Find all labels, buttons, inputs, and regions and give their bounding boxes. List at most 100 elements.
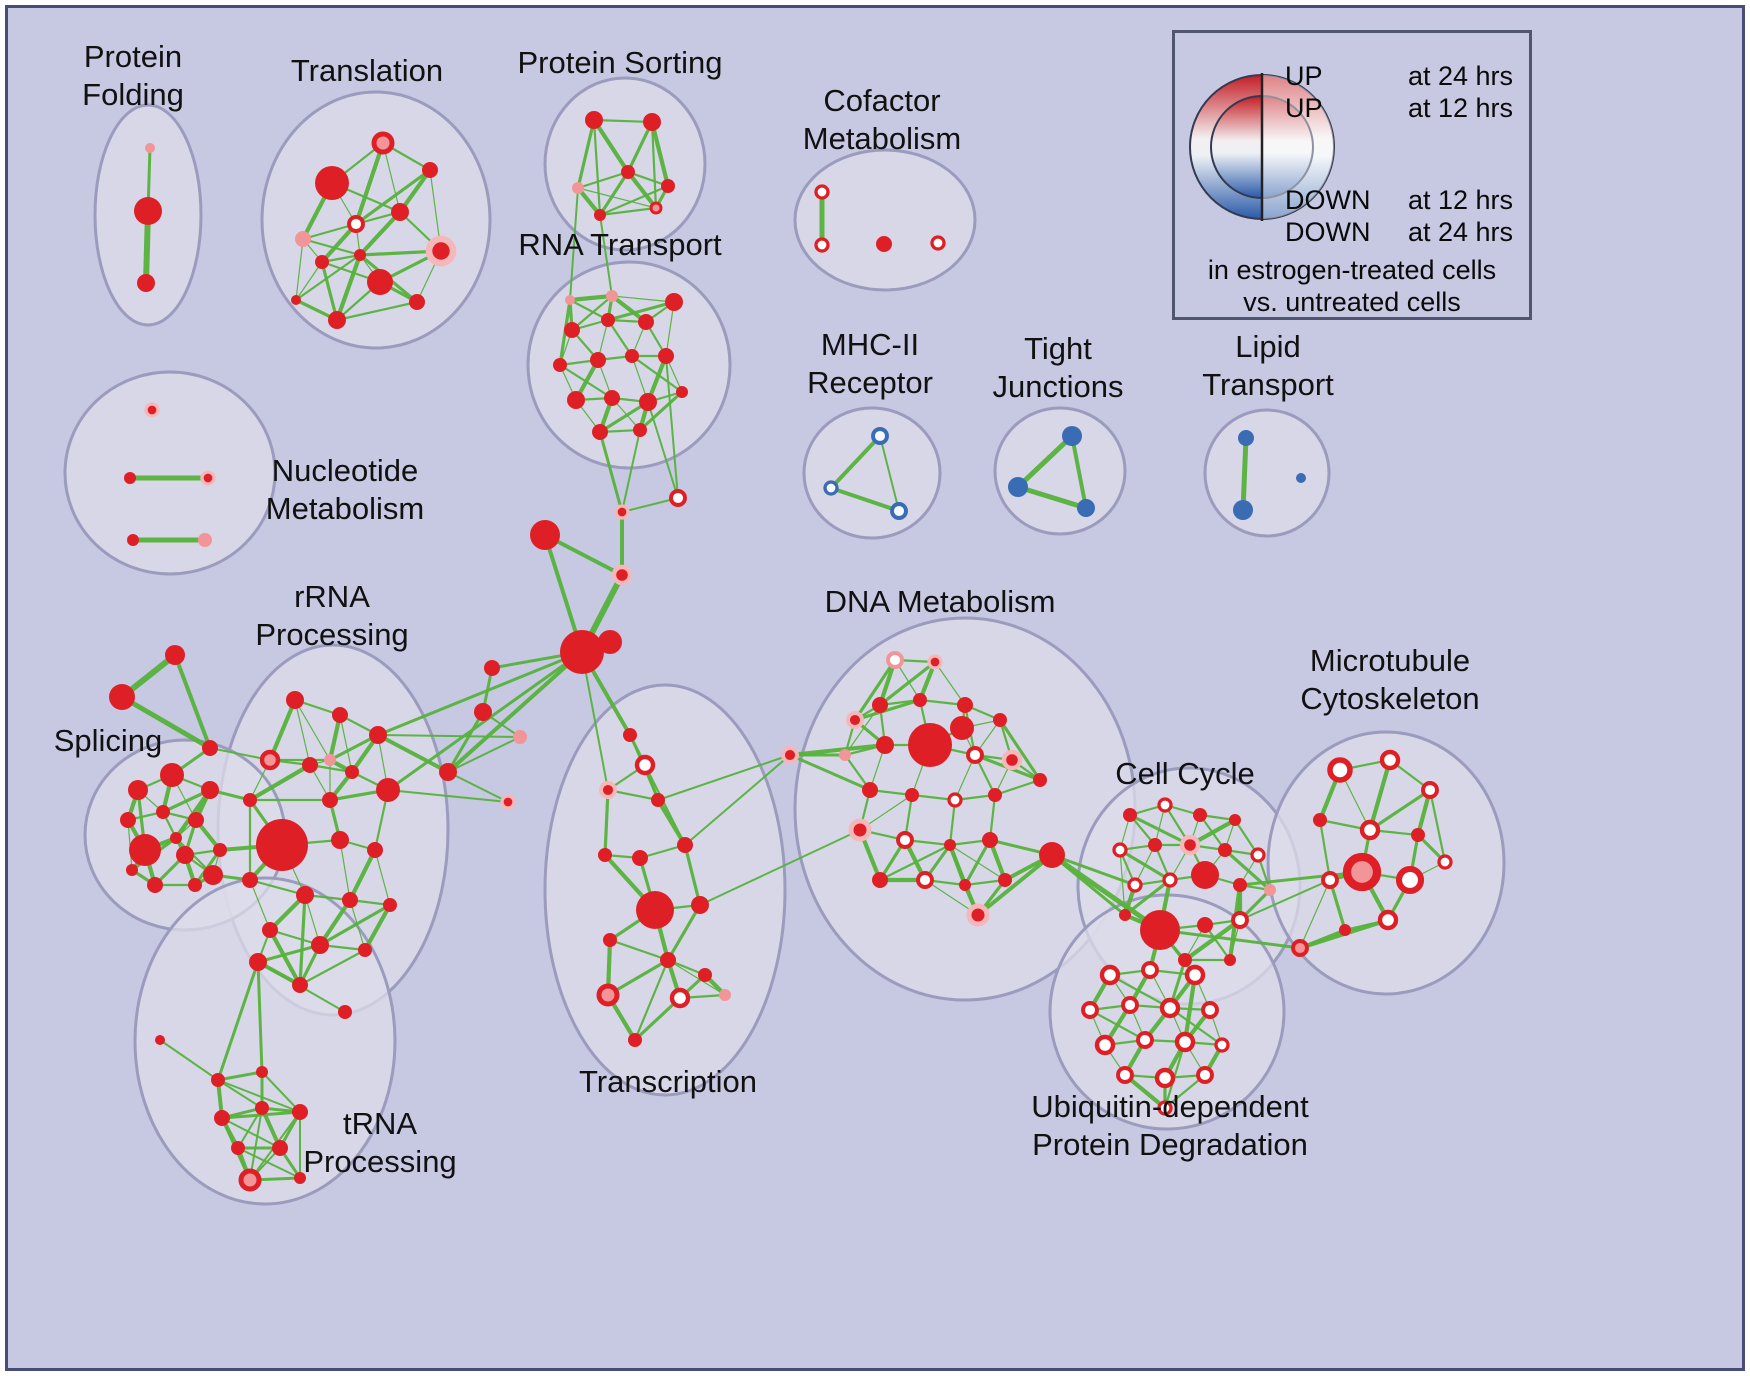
cluster-label-protein-folding: Protein Folding bbox=[82, 39, 184, 112]
gene-node bbox=[950, 716, 974, 740]
gene-node bbox=[109, 684, 135, 710]
legend-row-down-12: DOWN at 12 hrs bbox=[1285, 185, 1513, 216]
network-edge bbox=[335, 300, 419, 322]
gene-node bbox=[338, 1005, 352, 1019]
network-edge bbox=[611, 295, 675, 303]
gene-node bbox=[1421, 781, 1439, 799]
legend-row-up-24: UP at 24 hrs bbox=[1285, 61, 1513, 92]
network-edge bbox=[447, 736, 521, 773]
gene-node bbox=[201, 781, 219, 799]
network-edge bbox=[949, 844, 1006, 881]
gene-node bbox=[1313, 813, 1327, 827]
network-edge bbox=[294, 699, 331, 761]
gene-node bbox=[1121, 996, 1139, 1014]
gene-node bbox=[302, 757, 318, 773]
gene-node bbox=[638, 314, 654, 330]
network-edge bbox=[568, 298, 610, 322]
gene-node bbox=[286, 691, 304, 709]
network-edge bbox=[267, 697, 298, 763]
gene-node bbox=[560, 630, 604, 674]
gene-node bbox=[876, 236, 892, 252]
gene-node bbox=[127, 534, 139, 546]
gene-node bbox=[322, 792, 338, 808]
gene-node bbox=[639, 393, 657, 411]
cluster-label-dna-metabolism: DNA Metabolism bbox=[824, 584, 1056, 619]
gene-node bbox=[872, 872, 888, 888]
network-edge bbox=[295, 261, 323, 301]
legend-time-up-24: at 24 hrs bbox=[1407, 61, 1513, 91]
gene-node bbox=[1039, 842, 1065, 868]
network-edge bbox=[446, 650, 584, 774]
network-edge bbox=[1367, 757, 1393, 833]
gene-node bbox=[1077, 499, 1095, 517]
network-edge bbox=[630, 354, 684, 394]
gene-node bbox=[601, 313, 615, 327]
gene-node bbox=[1233, 878, 1247, 892]
gene-node bbox=[1214, 1037, 1230, 1053]
gene-node bbox=[669, 489, 687, 507]
gene-node bbox=[572, 182, 584, 194]
gene-node bbox=[930, 235, 946, 251]
gene-node bbox=[896, 831, 914, 849]
gene-node bbox=[1327, 757, 1353, 783]
gene-node bbox=[814, 237, 830, 253]
gene-node bbox=[585, 111, 603, 129]
gene-node bbox=[633, 423, 647, 437]
network-edge bbox=[626, 170, 670, 188]
cluster-ellipse-translation bbox=[260, 90, 492, 350]
network-edge bbox=[387, 789, 509, 803]
legend-footer-line1: in estrogen-treated cells bbox=[1207, 255, 1497, 285]
network-edge bbox=[976, 853, 1054, 917]
cluster-label-transcription: Transcription bbox=[578, 1064, 758, 1099]
gene-node bbox=[1140, 910, 1180, 950]
cluster-label-splicing: Splicing bbox=[53, 723, 163, 758]
gene-node bbox=[614, 504, 630, 520]
network-edge bbox=[248, 878, 307, 897]
gene-node bbox=[1162, 872, 1178, 888]
network-edge bbox=[256, 943, 322, 964]
gene-node bbox=[1033, 773, 1047, 787]
legend-label-up-12: UP bbox=[1285, 93, 1323, 123]
network-edge bbox=[374, 849, 391, 906]
gene-node bbox=[296, 886, 314, 904]
network-edge bbox=[567, 293, 615, 303]
gene-node bbox=[256, 819, 308, 871]
gene-node bbox=[1081, 1001, 1099, 1019]
network-edge bbox=[334, 252, 363, 323]
network-edge bbox=[376, 733, 450, 774]
gene-node bbox=[1339, 924, 1351, 936]
gene-node bbox=[862, 782, 878, 798]
gene-node bbox=[1321, 871, 1339, 889]
gene-node bbox=[211, 1073, 225, 1087]
gene-node bbox=[621, 165, 635, 179]
gene-node bbox=[328, 311, 346, 329]
network-edge bbox=[853, 698, 922, 722]
gene-node bbox=[649, 201, 663, 215]
network-edge bbox=[1238, 870, 1364, 887]
network-edge bbox=[638, 390, 684, 432]
gene-node bbox=[1116, 1066, 1134, 1084]
gene-node bbox=[1157, 797, 1173, 813]
gene-node bbox=[160, 763, 184, 787]
network-edge bbox=[377, 734, 521, 738]
network-edge bbox=[301, 237, 362, 257]
gene-node bbox=[660, 952, 676, 968]
cluster-label-mhc2-receptor: MHC-II Receptor bbox=[807, 327, 933, 400]
network-edge bbox=[1015, 484, 1089, 511]
network-edge bbox=[633, 958, 670, 1042]
gene-node bbox=[137, 274, 155, 292]
gene-node bbox=[998, 873, 1012, 887]
gene-node bbox=[371, 131, 395, 155]
network-edge bbox=[647, 401, 679, 499]
network-edge bbox=[699, 829, 861, 906]
gene-node bbox=[1174, 1031, 1196, 1053]
network-edge bbox=[1158, 928, 1302, 950]
gene-node bbox=[342, 892, 358, 908]
gene-node bbox=[632, 850, 648, 866]
cluster-ellipse-trna-processing bbox=[133, 876, 397, 1206]
gene-node bbox=[848, 818, 872, 842]
network-edge bbox=[173, 653, 212, 750]
network-edge bbox=[328, 733, 380, 762]
network-edge bbox=[650, 120, 658, 210]
